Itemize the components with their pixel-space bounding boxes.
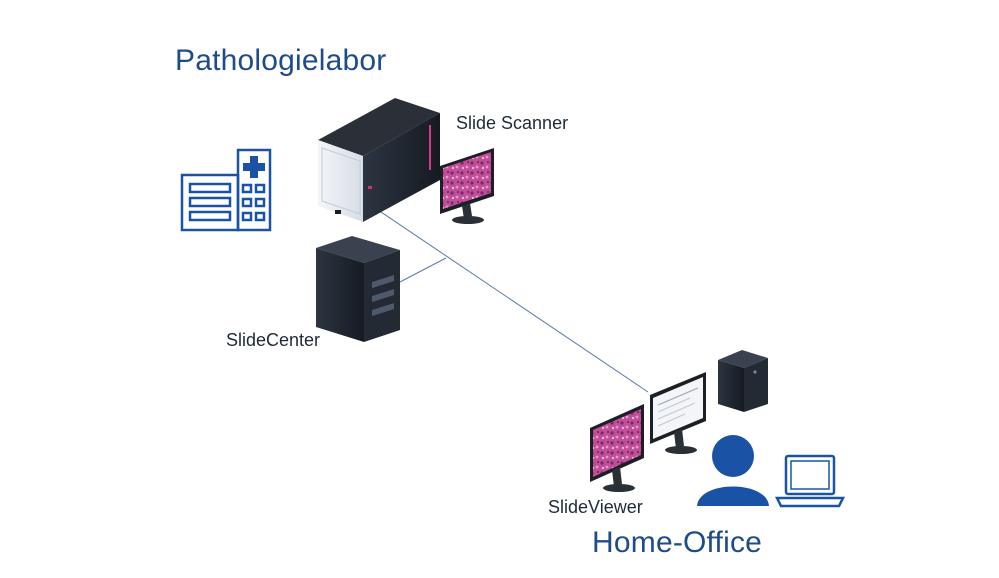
slidecenter-label: SlideCenter [226, 330, 321, 350]
scanner-to-homeoffice-line [377, 209, 649, 393]
pc-tower-icon [718, 350, 768, 412]
slide-scanner-label: Slide Scanner [456, 113, 569, 133]
lab-title: Pathologielabor [175, 44, 387, 77]
monitor-icon [440, 148, 494, 224]
slideviewer-label: SlideViewer [548, 497, 643, 517]
hospital-icon [180, 148, 272, 232]
slide-scanner-icon [318, 98, 440, 222]
laptop-icon [774, 454, 846, 508]
dual-monitor-icon [590, 372, 706, 492]
home-office-title: Home-Office [592, 526, 763, 559]
server-rack-icon [316, 236, 400, 342]
center-to-backbone-line [399, 257, 447, 283]
connection-lines [377, 209, 649, 393]
person-icon [697, 435, 769, 506]
